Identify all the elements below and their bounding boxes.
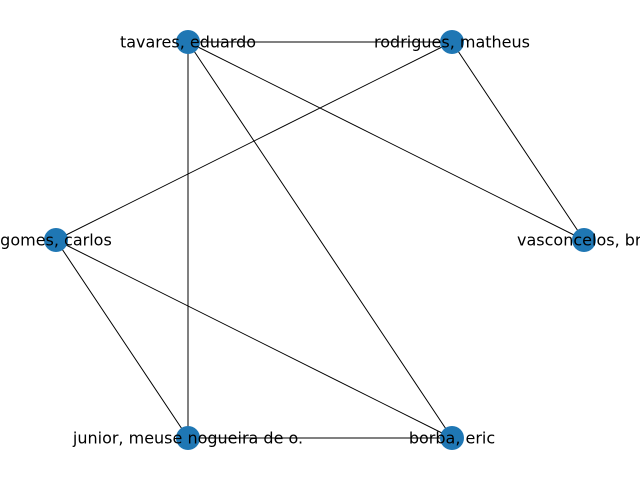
node-vasconcelos bbox=[572, 228, 596, 252]
node-label-tavares: tavares, eduardo bbox=[120, 33, 256, 52]
node-label-junior: junior, meuse nogueira de o. bbox=[72, 429, 303, 448]
node-label-rodrigues: rodrigues, matheus bbox=[374, 33, 530, 52]
edges-layer bbox=[55, 41, 585, 439]
node-label-borba: borba, eric bbox=[409, 429, 495, 448]
edge-rodrigues-gomes bbox=[55, 41, 453, 241]
edge-tavares-vasconcelos bbox=[187, 41, 585, 241]
edge-tavares-borba bbox=[187, 41, 453, 439]
node-tavares bbox=[176, 30, 200, 54]
nodes-layer bbox=[44, 30, 596, 450]
labels-layer: tavares, eduardo rodrigues, matheus gomes,… bbox=[0, 33, 640, 448]
node-gomes bbox=[44, 228, 68, 252]
edge-gomes-borba bbox=[55, 239, 453, 439]
edge-gomes-junior bbox=[55, 239, 189, 439]
node-rodrigues bbox=[440, 30, 464, 54]
node-label-gomes: gomes, carlos bbox=[0, 231, 112, 250]
node-borba bbox=[440, 426, 464, 450]
node-junior bbox=[176, 426, 200, 450]
edge-rodrigues-vasconcelos bbox=[451, 41, 585, 241]
node-label-vasconcelos: vasconcelos, bre bbox=[517, 231, 640, 250]
